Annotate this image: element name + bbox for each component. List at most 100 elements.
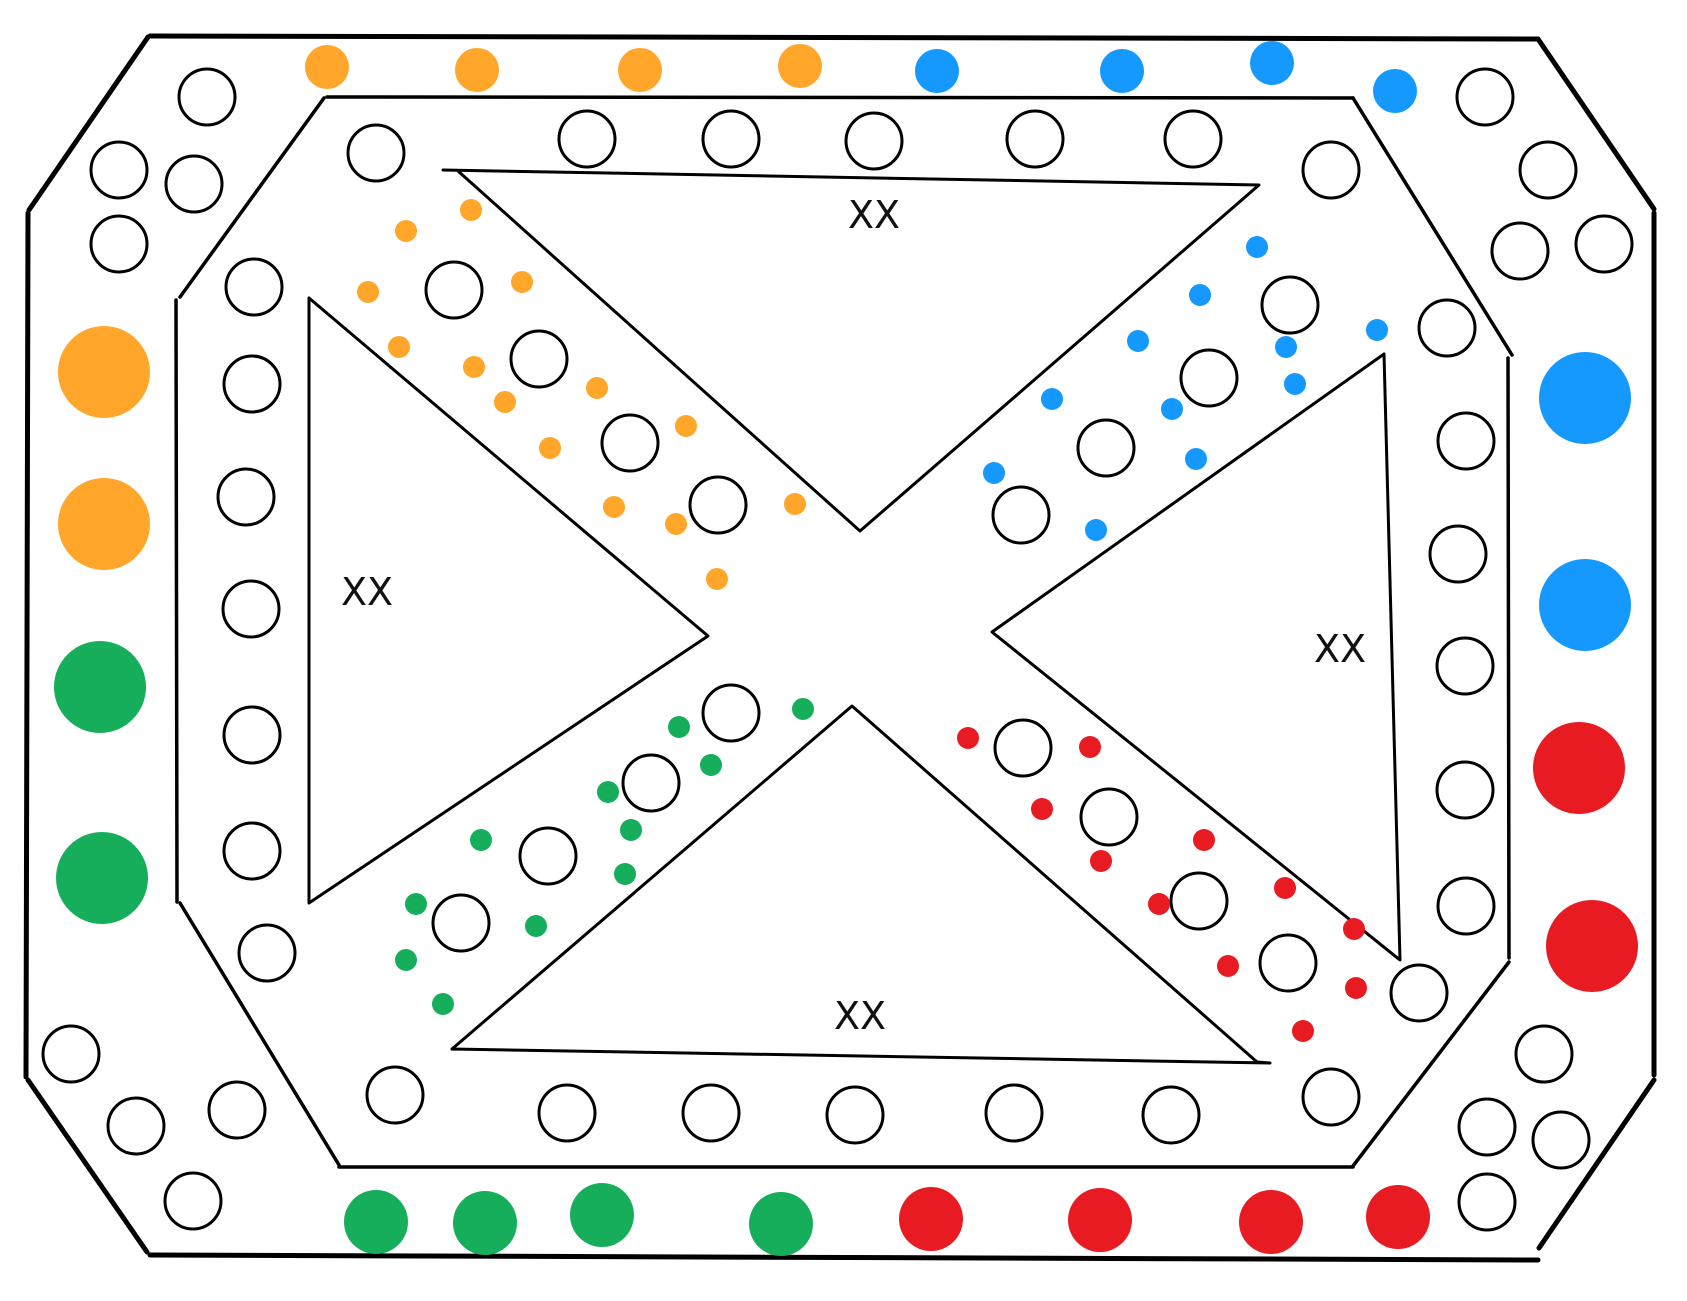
board-hole[interactable]	[1179, 348, 1239, 408]
board-hole[interactable]	[557, 109, 617, 169]
blue-path-dot	[1127, 330, 1149, 352]
board-hole[interactable]	[221, 579, 281, 639]
board-hole[interactable]	[1301, 140, 1361, 200]
blue-piece[interactable]	[1373, 69, 1417, 113]
board-hole[interactable]	[431, 893, 491, 953]
board-hole[interactable]	[222, 705, 282, 765]
board-hole[interactable]	[1258, 933, 1318, 993]
blue-piece[interactable]	[1100, 49, 1144, 93]
board-hole[interactable]	[164, 154, 224, 214]
board-hole[interactable]	[688, 475, 748, 535]
board-hole[interactable]	[89, 214, 149, 274]
board-hole[interactable]	[984, 1083, 1044, 1143]
board-hole[interactable]	[991, 485, 1051, 545]
board-hole[interactable]	[1518, 140, 1578, 200]
board-hole[interactable]	[1531, 1110, 1591, 1170]
board-hole[interactable]	[1079, 787, 1139, 847]
board-hole[interactable]	[1301, 1067, 1361, 1127]
top-triangle	[441, 168, 1261, 533]
board-hole[interactable]	[681, 1083, 741, 1143]
board-hole[interactable]	[41, 1024, 101, 1084]
red-path-dot	[957, 727, 979, 749]
orange-home-piece[interactable]	[58, 326, 150, 418]
board-hole[interactable]	[424, 260, 484, 320]
board-hole[interactable]	[825, 1085, 885, 1145]
board-hole[interactable]	[1435, 760, 1495, 820]
board-hole[interactable]	[1260, 275, 1320, 335]
blue-piece[interactable]	[1250, 41, 1294, 85]
board-hole[interactable]	[844, 111, 904, 171]
green-home-piece[interactable]	[56, 832, 148, 924]
red-piece[interactable]	[899, 1187, 963, 1251]
board-hole[interactable]	[365, 1065, 425, 1125]
orange-piece[interactable]	[618, 48, 662, 92]
orange-piece[interactable]	[778, 44, 822, 88]
board-hole[interactable]	[207, 1080, 267, 1140]
blue-home-piece[interactable]	[1539, 352, 1631, 444]
board-hole[interactable]	[1169, 871, 1229, 931]
board-hole[interactable]	[1435, 636, 1495, 696]
green-piece[interactable]	[570, 1183, 634, 1247]
red-piece[interactable]	[1068, 1188, 1132, 1252]
green-path-dot	[792, 698, 814, 720]
board-hole[interactable]	[163, 1171, 223, 1231]
board-hole[interactable]	[1436, 411, 1496, 471]
board-hole[interactable]	[89, 140, 149, 200]
green-piece[interactable]	[344, 1190, 408, 1254]
board-holes	[41, 67, 1634, 1232]
orange-home-piece[interactable]	[58, 478, 150, 570]
board-hole[interactable]	[1455, 67, 1515, 127]
board-hole[interactable]	[1417, 298, 1477, 358]
blue-path-dot	[983, 462, 1005, 484]
red-piece[interactable]	[1366, 1185, 1430, 1249]
board-hole[interactable]	[1389, 963, 1449, 1023]
board-hole[interactable]	[1428, 524, 1488, 584]
orange-piece[interactable]	[305, 45, 349, 89]
board-hole[interactable]	[1490, 221, 1550, 281]
board-hole[interactable]	[701, 109, 761, 169]
board-hole[interactable]	[1436, 876, 1496, 936]
orange-path-dot	[675, 415, 697, 437]
green-piece[interactable]	[749, 1192, 813, 1256]
board-hole[interactable]	[1457, 1172, 1517, 1232]
blue-path-dot	[1041, 388, 1063, 410]
board-hole[interactable]	[222, 354, 282, 414]
board-hole[interactable]	[537, 1083, 597, 1143]
board-hole[interactable]	[106, 1096, 166, 1156]
green-path-dot	[395, 949, 417, 971]
board-hole[interactable]	[177, 67, 237, 127]
board-hole[interactable]	[1574, 214, 1634, 274]
board-hole[interactable]	[1163, 109, 1223, 169]
board-hole[interactable]	[518, 826, 578, 886]
red-home-piece[interactable]	[1546, 900, 1638, 992]
blue-piece[interactable]	[915, 49, 959, 93]
board-hole[interactable]	[621, 753, 681, 813]
top-start-pieces	[305, 41, 1430, 1256]
board-hole[interactable]	[224, 257, 284, 317]
zone-label-bottom: XX	[834, 994, 886, 1038]
blue-home-piece[interactable]	[1539, 559, 1631, 651]
zone-label-right: XX	[1314, 627, 1366, 671]
blue-path-dot	[1189, 284, 1211, 306]
board-hole[interactable]	[346, 123, 406, 183]
green-home-piece[interactable]	[54, 641, 146, 733]
board-hole[interactable]	[993, 718, 1053, 778]
board-hole[interactable]	[1076, 418, 1136, 478]
green-path-dot	[470, 829, 492, 851]
board-hole[interactable]	[216, 467, 276, 527]
board-hole[interactable]	[1457, 1097, 1517, 1157]
red-piece[interactable]	[1239, 1190, 1303, 1254]
board-hole[interactable]	[1005, 109, 1065, 169]
green-path-dot	[405, 893, 427, 915]
board-hole[interactable]	[1514, 1024, 1574, 1084]
red-home-piece[interactable]	[1533, 722, 1625, 814]
board-hole[interactable]	[600, 413, 660, 473]
orange-piece[interactable]	[455, 48, 499, 92]
board-hole[interactable]	[509, 329, 569, 389]
orange-path-dot	[395, 220, 417, 242]
green-piece[interactable]	[453, 1191, 517, 1255]
board-hole[interactable]	[222, 821, 282, 881]
board-hole[interactable]	[701, 683, 761, 743]
board-hole[interactable]	[1141, 1085, 1201, 1145]
board-hole[interactable]	[237, 923, 297, 983]
